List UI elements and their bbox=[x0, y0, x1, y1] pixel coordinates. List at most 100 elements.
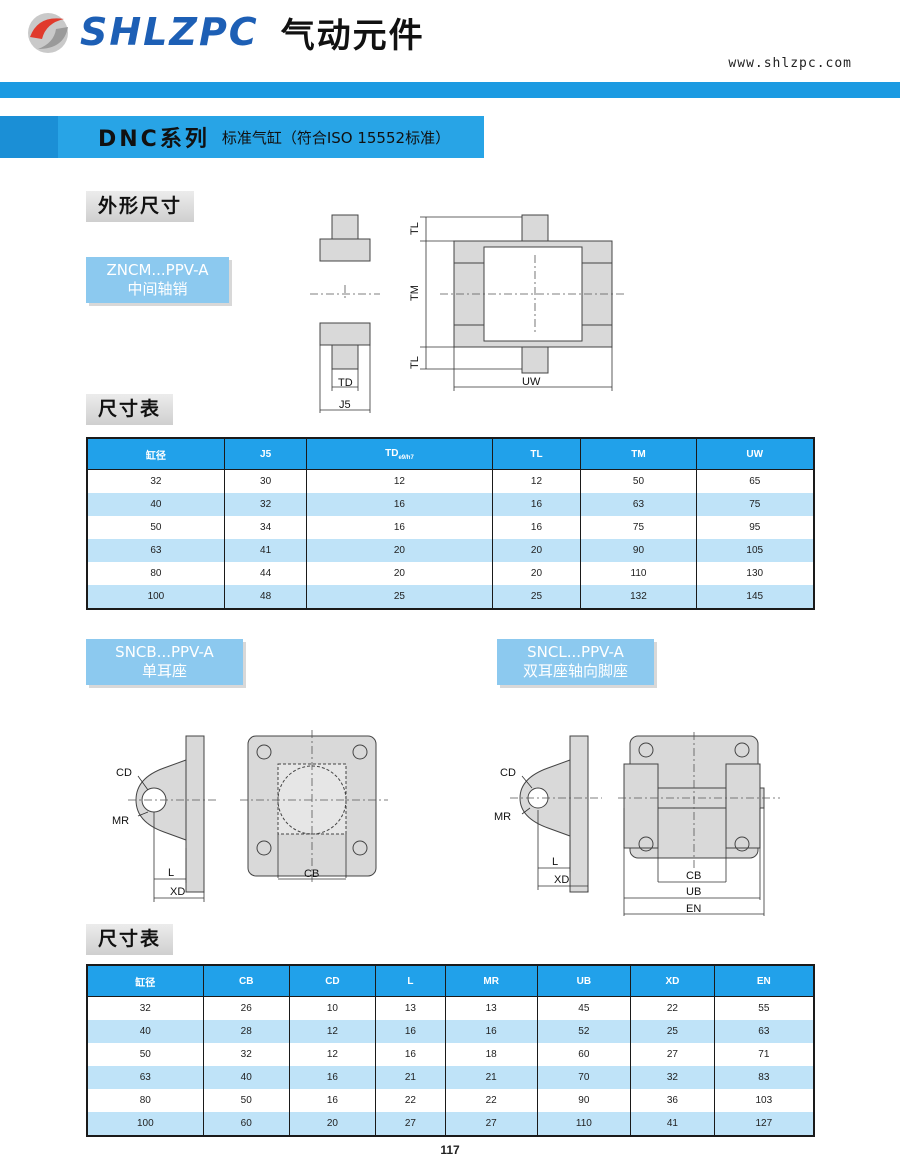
label-cb: CB bbox=[304, 868, 319, 880]
table-cell: 132 bbox=[580, 585, 697, 610]
table-cell: 16 bbox=[375, 1043, 446, 1066]
table-cell: 63 bbox=[86, 539, 225, 562]
table-cell: 13 bbox=[444, 996, 538, 1020]
single-clevis-drawing: CD MR L XD CB bbox=[112, 730, 388, 902]
brand-name: SHLZPC bbox=[80, 10, 259, 54]
col-header: TM bbox=[580, 437, 697, 470]
series-subtitle: 标准气缸（符合ISO 15552标准） bbox=[221, 128, 451, 147]
table-cell: 50 bbox=[86, 1043, 204, 1066]
table-cell: 63 bbox=[713, 1020, 815, 1043]
col-header-td: TDe9/h7 bbox=[306, 437, 493, 470]
variant-code: ZNCM...PPV-A bbox=[106, 261, 209, 279]
col-header: CD bbox=[288, 964, 377, 997]
variant-sncb: SNCB...PPV-A 单耳座 bbox=[86, 639, 243, 685]
label-l: L bbox=[552, 856, 558, 868]
table-cell: 12 bbox=[288, 1020, 377, 1043]
col-header: EN bbox=[713, 964, 815, 997]
label-ub: UB bbox=[686, 886, 701, 898]
swirl-logo-icon bbox=[28, 13, 68, 53]
label-xd: XD bbox=[554, 874, 569, 886]
table-cell: 20 bbox=[491, 539, 582, 562]
table-cell: 90 bbox=[536, 1089, 632, 1112]
table-cell: 26 bbox=[202, 996, 290, 1020]
table-cell: 10 bbox=[288, 996, 377, 1020]
table-cell: 28 bbox=[202, 1020, 290, 1043]
table-cell: 16 bbox=[288, 1089, 377, 1112]
table-cell: 25 bbox=[630, 1020, 715, 1043]
table-cell: 34 bbox=[223, 516, 308, 539]
table-cell: 27 bbox=[375, 1112, 446, 1137]
table-cell: 71 bbox=[713, 1043, 815, 1066]
label-tl-bottom: TL bbox=[409, 356, 421, 369]
website-url[interactable]: www.shlzpc.com bbox=[728, 56, 852, 71]
table-cell: 18 bbox=[444, 1043, 538, 1066]
label-en: EN bbox=[686, 903, 701, 915]
section-dimension-table-2: 尺寸表 bbox=[86, 924, 174, 955]
table-cell: 16 bbox=[306, 493, 493, 516]
series-title: DNC系列 bbox=[98, 127, 210, 152]
col-header: 缸径 bbox=[86, 437, 225, 470]
table-cell: 20 bbox=[306, 539, 493, 562]
table-cell: 27 bbox=[630, 1043, 715, 1066]
table-cell: 21 bbox=[444, 1066, 538, 1089]
table-cell: 13 bbox=[375, 996, 446, 1020]
table-cell: 20 bbox=[306, 562, 493, 585]
variant-code: SNCB...PPV-A bbox=[115, 643, 214, 661]
page-number: 117 bbox=[440, 1143, 460, 1157]
table-cell: 25 bbox=[491, 585, 582, 610]
col-header: J5 bbox=[223, 437, 308, 470]
table-cell: 12 bbox=[306, 469, 493, 493]
table-cell: 63 bbox=[580, 493, 697, 516]
table-header-row: 缸径 J5 TDe9/h7 TL TM UW bbox=[86, 437, 815, 470]
table-cell: 16 bbox=[444, 1020, 538, 1043]
variant-name: 中间轴销 bbox=[127, 280, 188, 298]
label-cd: CD bbox=[500, 767, 516, 779]
table-cell: 50 bbox=[202, 1089, 290, 1112]
table-cell: 40 bbox=[202, 1066, 290, 1089]
table-cell: 60 bbox=[536, 1043, 632, 1066]
table-cell: 41 bbox=[223, 539, 308, 562]
section-outline-dimensions: 外形尺寸 bbox=[86, 191, 195, 222]
col-header: 缸径 bbox=[86, 964, 204, 997]
col-header: L bbox=[375, 964, 446, 997]
table-cell: 40 bbox=[86, 493, 225, 516]
table-cell: 95 bbox=[695, 516, 815, 539]
table-cell: 16 bbox=[306, 516, 493, 539]
table-cell: 110 bbox=[580, 562, 697, 585]
brand-header: SHLZPC 气动元件 bbox=[24, 8, 425, 56]
table-cell: 50 bbox=[580, 469, 697, 493]
table-cell: 30 bbox=[223, 469, 308, 493]
table-cell: 32 bbox=[223, 493, 308, 516]
table-cell: 22 bbox=[444, 1089, 538, 1112]
label-mr: MR bbox=[494, 811, 511, 823]
table-cell: 83 bbox=[713, 1066, 815, 1089]
table-cell: 44 bbox=[223, 562, 308, 585]
table-cell: 60 bbox=[202, 1112, 290, 1137]
col-header: TL bbox=[491, 437, 582, 470]
table-cell: 55 bbox=[713, 996, 815, 1020]
brand-subtitle: 气动元件 bbox=[280, 15, 425, 56]
table-cell: 75 bbox=[695, 493, 815, 516]
table-cell: 48 bbox=[223, 585, 308, 610]
col-header: XD bbox=[630, 964, 715, 997]
label-xd: XD bbox=[170, 886, 185, 898]
label-l: L bbox=[168, 867, 174, 879]
table-cell: 16 bbox=[375, 1020, 446, 1043]
label-cd: CD bbox=[116, 767, 132, 779]
variant-name: 单耳座 bbox=[141, 662, 187, 680]
label-cb: CB bbox=[686, 870, 701, 882]
label-uw: UW bbox=[522, 376, 541, 388]
table-cell: 20 bbox=[491, 562, 582, 585]
table-cell: 22 bbox=[375, 1089, 446, 1112]
table-cell: 20 bbox=[288, 1112, 377, 1137]
table-cell: 25 bbox=[306, 585, 493, 610]
